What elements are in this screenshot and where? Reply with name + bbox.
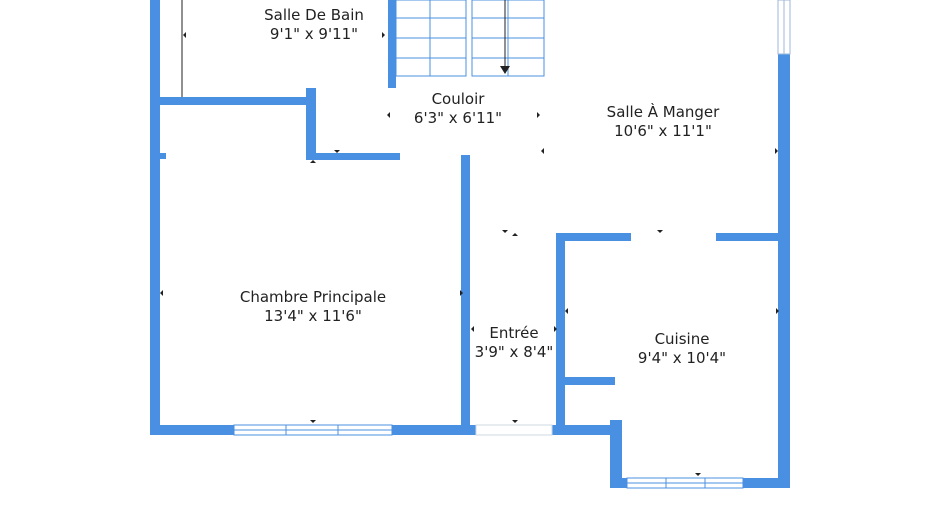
room-label-salle-a-manger: Salle À Manger 10'6" x 11'1" <box>607 103 720 141</box>
wall-bath-right-top <box>388 0 396 88</box>
room-dims: 10'6" x 11'1" <box>614 122 712 140</box>
room-dims: 9'1" x 9'11" <box>269 25 359 43</box>
wall-closet-bottom <box>306 153 400 160</box>
room-label-couloir: Couloir 6'3" x 6'11" <box>414 90 502 128</box>
wall-entry-bottom-right <box>552 425 622 435</box>
room-name: Chambre Principale <box>239 288 387 306</box>
wall-bath-right-stub <box>306 88 316 160</box>
wall-kitchen-shelf <box>565 377 615 385</box>
room-name: Salle À Manger <box>606 103 720 121</box>
wall-kitchen-left <box>556 233 565 433</box>
room-name: Salle De Bain <box>264 6 364 24</box>
room-label-chambre-principale: Chambre Principale 13'4" x 11'6" <box>240 288 386 326</box>
room-dims: 9'4" x 10'4" <box>637 349 727 367</box>
wall-kitchen-top-left <box>556 233 631 241</box>
room-label-salle-de-bain: Salle De Bain 9'1" x 9'11" <box>264 6 364 44</box>
wall-bath-bottom <box>160 97 310 105</box>
window-entry <box>475 424 553 436</box>
room-dims: 6'3" x 6'11" <box>413 109 503 127</box>
room-dims: 3'9" x 8'4" <box>474 343 554 361</box>
dimension-markers <box>160 32 779 476</box>
room-name: Couloir <box>431 90 485 108</box>
wall-bedroom-top <box>160 153 166 159</box>
stair-arrow-icon <box>500 66 510 74</box>
wall-kitchen-top-right <box>716 233 786 241</box>
wall-right <box>778 54 790 488</box>
room-label-cuisine: Cuisine 9'4" x 10'4" <box>638 330 726 368</box>
wall-kitchen-notch <box>610 420 622 488</box>
wall-bedroom-right <box>461 155 470 435</box>
wall-bottom-left <box>150 425 234 435</box>
room-name: Entrée <box>489 324 539 342</box>
room-dims: 13'4" x 11'6" <box>264 307 362 325</box>
room-label-entree: Entrée 3'9" x 8'4" <box>475 324 554 362</box>
windows <box>233 0 791 489</box>
stairs <box>395 0 545 77</box>
walls <box>150 0 790 488</box>
wall-bottom-mid <box>392 425 476 435</box>
wall-left-upper <box>150 0 160 435</box>
room-name: Cuisine <box>654 330 710 348</box>
